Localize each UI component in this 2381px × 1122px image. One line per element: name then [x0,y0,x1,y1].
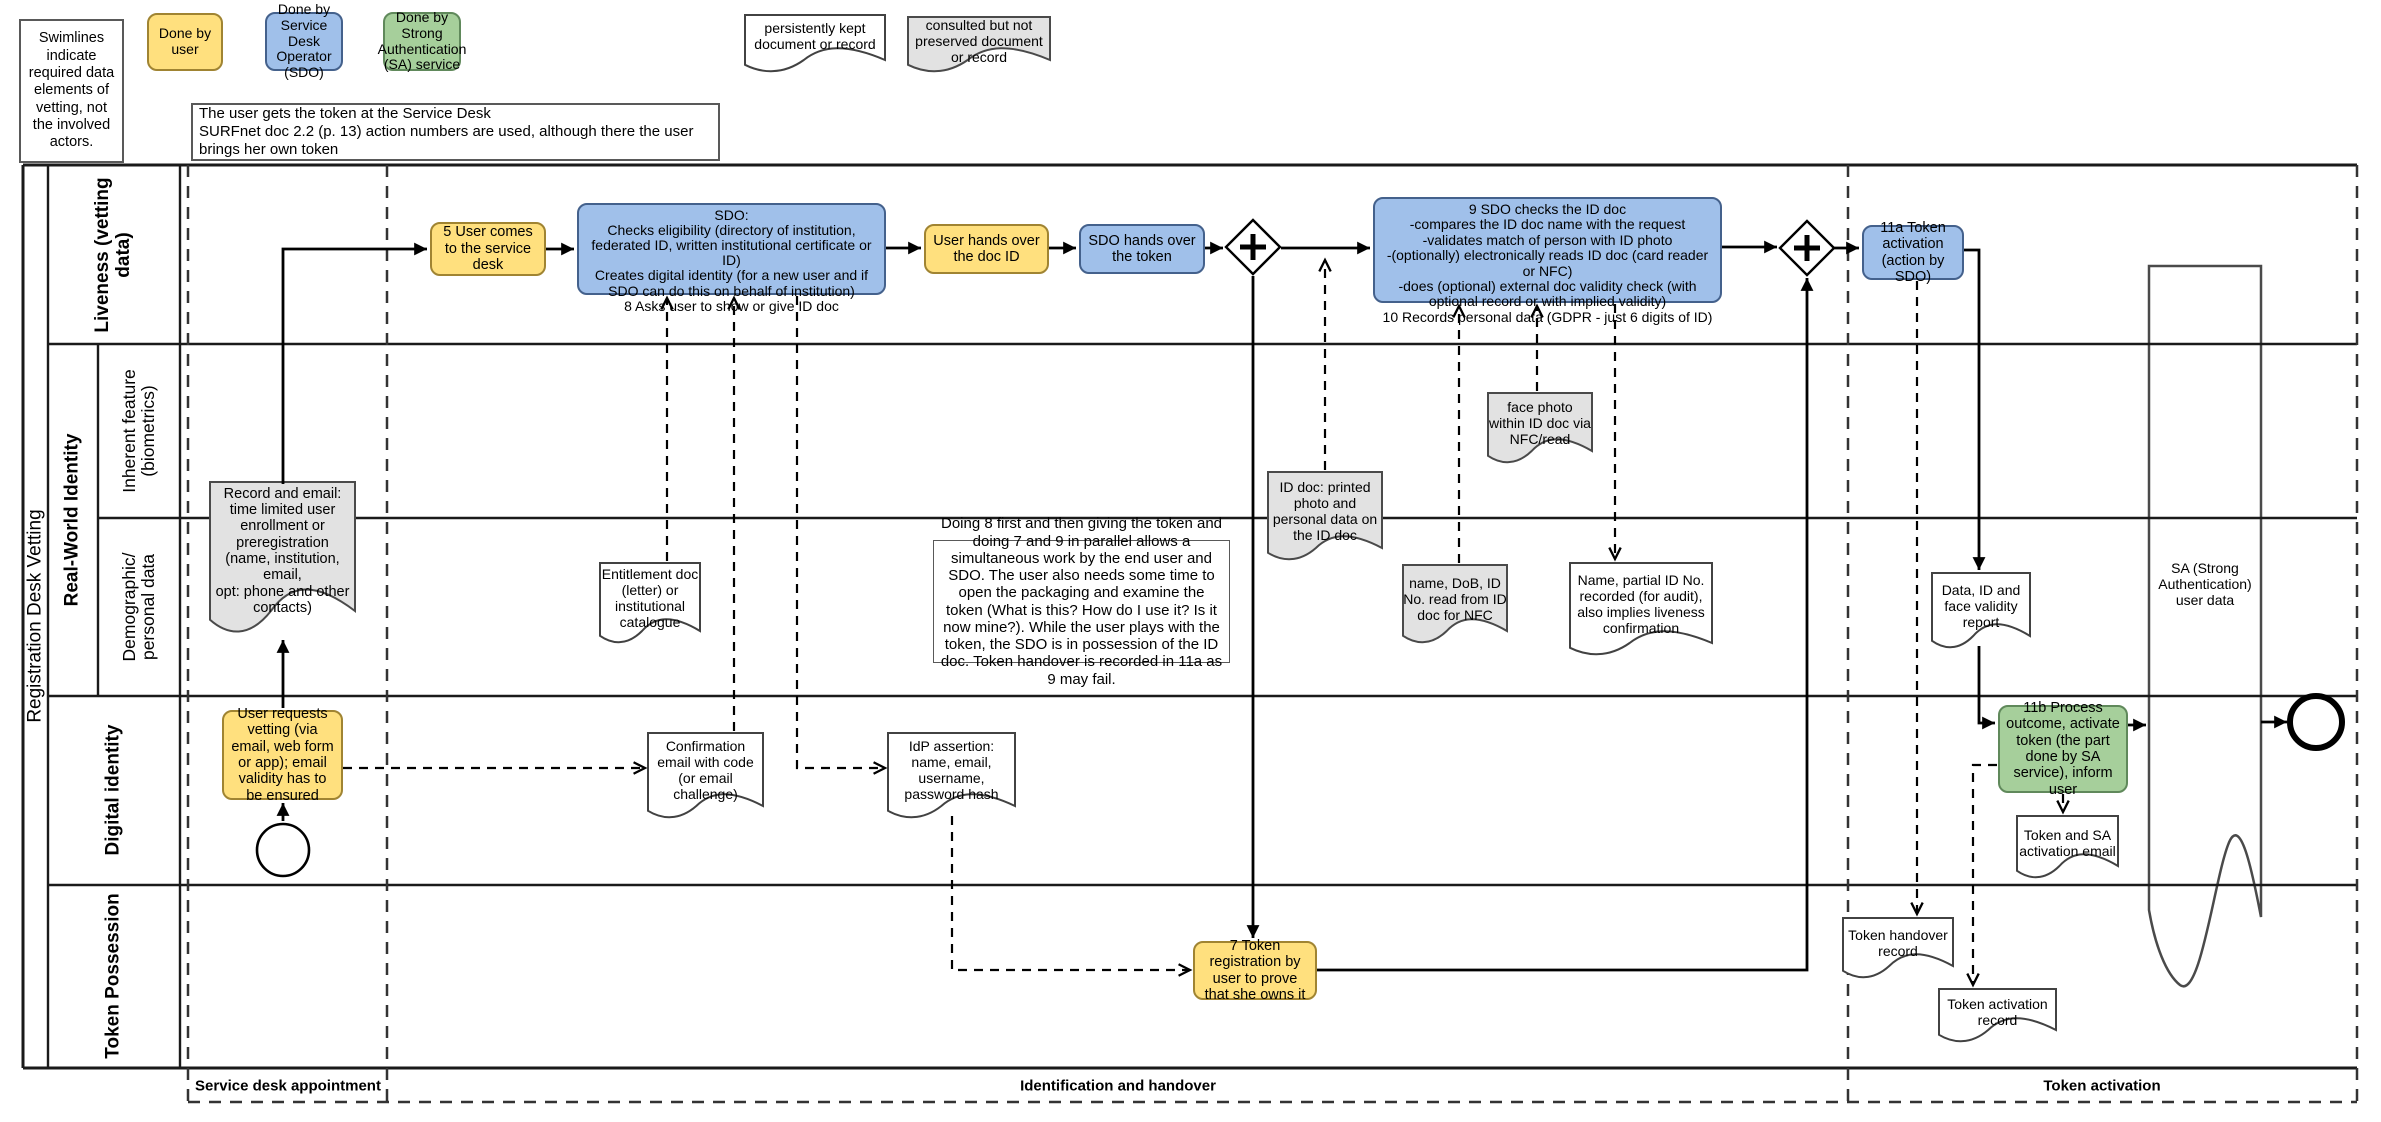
task-user-requests-vetting: User requests vetting (via email, web fo… [222,706,343,804]
legend-consulted-doc-shape [907,16,1051,73]
doc-token-handover-record [1842,917,1954,979]
legend-done-by-sdo: Done by Service Desk Operator (SDO) [265,1,343,80]
lane-label-inherent: Inherent feature (biometrics) [118,369,158,493]
parallel-note: Doing 8 first and then giving the token … [933,515,1230,688]
lane-label-token: Token Possession [102,893,124,1059]
token-note: The user gets the token at the Service D… [191,103,720,161]
doc-face-photo [1487,392,1593,464]
sequence-flows [276,240,2287,972]
phase-service-desk-appointment: Service desk appointment [195,1077,381,1095]
doc-name-partial-label: Name, partial ID No. recorded (for audit… [1577,572,1705,636]
legend-kept-doc-shape [744,14,886,73]
doc-validity-label: Data, ID and face validity report [1941,582,2021,630]
doc-face-photo-label: face photo within ID doc via NFC/read [1489,399,1591,447]
task-sdo-checks-eligibility: SDO: Checks eligibility (directory of in… [577,203,886,313]
doc-token-sa-email [2016,815,2119,879]
parallel-gateway-2 [1778,219,1836,277]
task-7-token-registration: 7 Token registration by user to prove th… [1193,938,1317,1003]
pool-label: Registration Desk Vetting [24,509,46,723]
task-5-user-comes: 5 User comes to the service desk [430,222,546,276]
doc-entitlement-label: Entitlement doc (letter) or institutiona… [601,566,699,630]
legend-kept-doc-label: persistently kept document or record [754,20,876,52]
task-9-sdo-checks-id: 9 SDO checks the ID doc -compares the ID… [1373,197,1722,324]
doc-confirmation-label: Confirmation email with code (or email c… [657,738,754,802]
doc-confirmation-email [647,732,764,819]
doc-id-doc-printed [1267,471,1383,561]
lane-label-liveness: Liveness (vetting data) [92,177,134,333]
lane-label-digital: Digital identity [102,724,124,856]
swimlane-note: Swimlines indicate required data element… [19,19,124,163]
plus-icon [1794,235,1820,261]
doc-token-activation-record [1938,988,2057,1043]
task-user-hands-doc: User hands over the doc ID [924,224,1049,274]
legend-consulted-doc-label: consulted but not preserved document or … [915,17,1043,65]
doc-record-email [209,481,356,633]
phase-token-activation: Token activation [2043,1077,2161,1095]
doc-idp-label: IdP assertion: name, email, username, pa… [904,738,999,802]
lane-label-realworld: Real-World Identity [61,433,83,607]
start-event [255,822,311,878]
end-event [2287,693,2345,751]
doc-record-email-label: Record and email: time limited user enro… [215,485,350,617]
doc-handover-label: Token handover record [1848,927,1948,959]
doc-id-doc-label: ID doc: printed photo and personal data … [1272,479,1378,543]
doc-idp-assertion [887,732,1016,819]
doc-name-dob-label: name, DoB, ID No. read from ID doc for N… [1403,575,1507,623]
task-11a-token-activation: 11a Token activation (action by SDO) [1862,220,1964,285]
task-11b-process-outcome: 11b Process outcome, activate token (the… [1998,700,2128,798]
doc-name-dob [1402,564,1508,644]
sa-user-data-store [2147,264,2263,988]
lane-label-demographic: Demographic/ personal data [118,552,158,662]
plus-icon [1240,234,1266,260]
doc-activation-record-label: Token activation record [1947,996,2048,1028]
sa-user-data-label: SA (Strong Authentication) user data [2158,560,2252,608]
doc-token-sa-email-label: Token and SA activation email [2019,827,2116,859]
doc-entitlement [599,562,701,644]
doc-name-partial [1569,562,1713,656]
legend-done-by-sa: Done by Strong Authentication (SA) servi… [377,8,467,73]
legend-done-by-user: Done by user [147,13,223,71]
parallel-gateway-1 [1224,218,1282,276]
data-associations [343,260,2063,985]
doc-validity-report [1931,572,2031,649]
task-sdo-hands-token: SDO hands over the token [1079,224,1205,274]
phase-identification-handover: Identification and handover [1020,1077,1216,1095]
pool-frame [21,163,2357,1070]
